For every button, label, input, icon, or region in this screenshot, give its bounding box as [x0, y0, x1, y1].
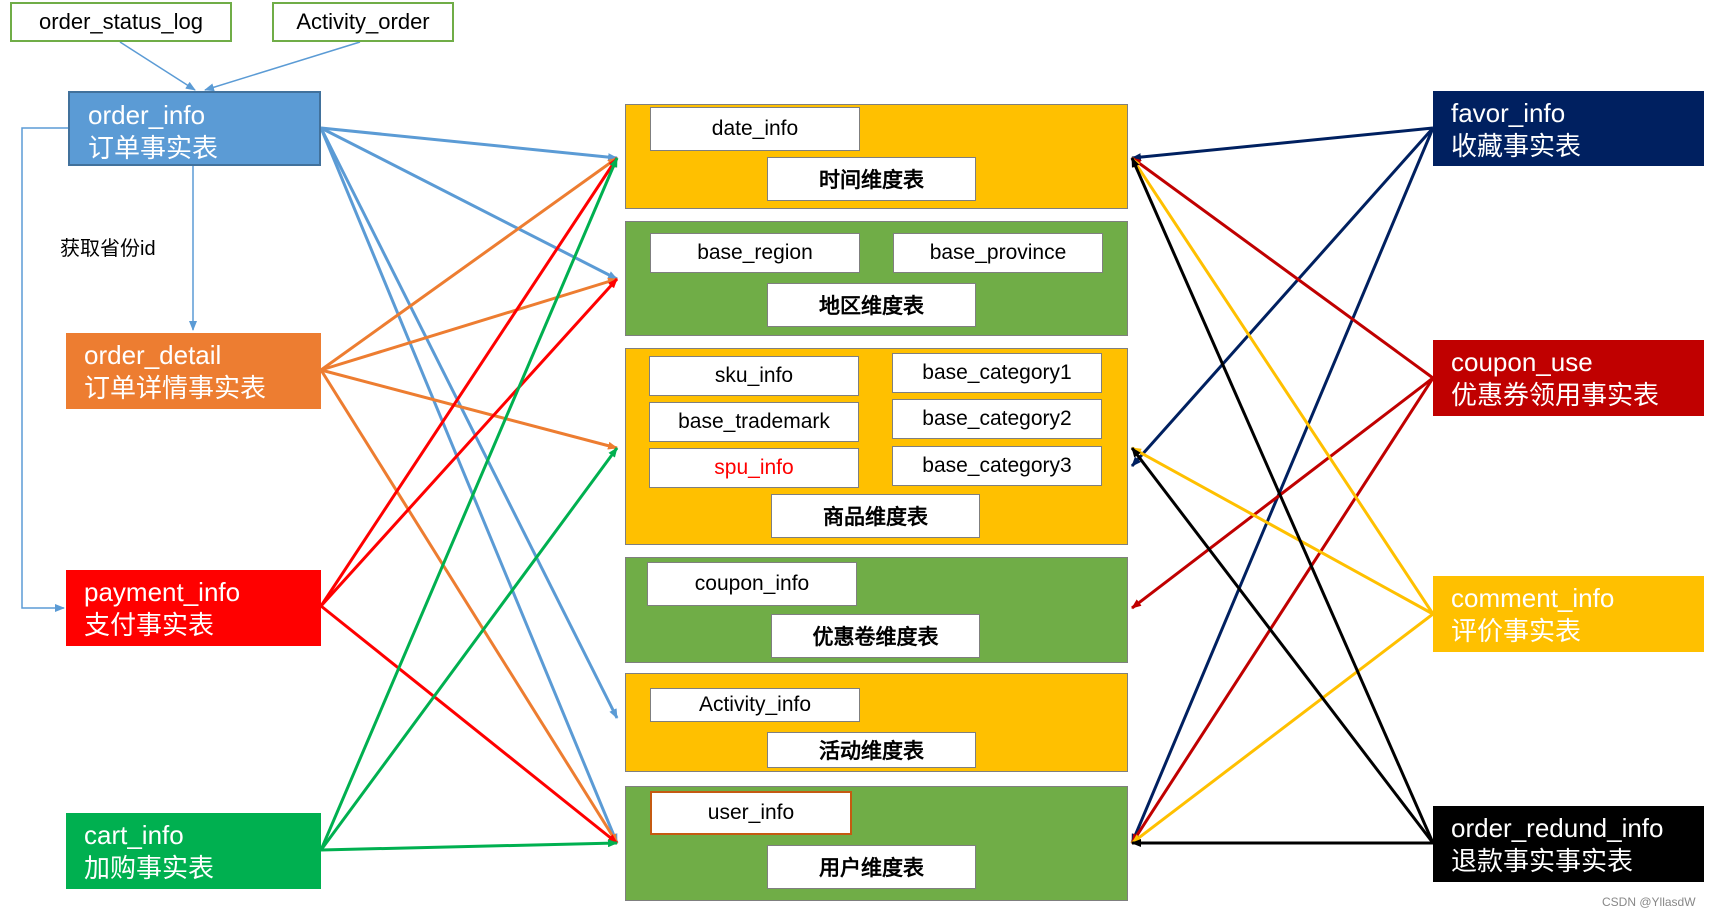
annotation-get-province-id: 获取省份id	[60, 238, 156, 260]
fact-payment-info: payment_info 支付事实表	[66, 570, 321, 646]
dim-product: sku_info base_category1 base_trademark b…	[625, 348, 1128, 545]
table-base-province: base_province	[893, 233, 1103, 273]
edge-payment-info-user	[320, 604, 618, 845]
source-order-status-log-label: order_status_log	[39, 9, 203, 34]
edge-order-detail-user	[319, 369, 619, 844]
table-base-trademark: base_trademark	[649, 402, 859, 442]
table-sku-info: sku_info	[649, 356, 859, 396]
dim-time: date_info 时间维度表	[625, 104, 1128, 209]
edge-payment-info-region	[319, 277, 619, 608]
edge-order-info-activity	[319, 127, 619, 719]
fact-order-refund-info-name: order_redund_info	[1451, 813, 1664, 843]
table-base-region: base_region	[650, 233, 860, 273]
edge-order-detail-product	[320, 368, 618, 450]
dim-user-title: 用户维度表	[767, 845, 976, 889]
dim-region-title: 地区维度表	[767, 283, 976, 327]
edge-coupon-use-coupon	[1131, 376, 1434, 610]
edge-cart-info-time	[319, 157, 619, 851]
fact-coupon-use-name: coupon_use	[1451, 347, 1593, 377]
fact-comment-info-name: comment_info	[1451, 583, 1615, 613]
fact-favor-info: favor_info 收藏事实表	[1433, 91, 1704, 166]
dim-activity: Activity_info 活动维度表	[625, 673, 1128, 772]
table-base-category1: base_category1	[892, 353, 1102, 393]
fact-coupon-use-cn: 优惠券领用事实表	[1451, 380, 1660, 410]
dim-coupon-title: 优惠卷维度表	[771, 614, 980, 658]
edge-order-detail-time	[320, 156, 618, 372]
fact-coupon-use: coupon_use 优惠券领用事实表	[1433, 340, 1704, 416]
fact-order-info-name: order_info	[88, 100, 206, 130]
edge-favor-info-user	[1130, 127, 1435, 844]
edge-activity-order-to-order-info	[204, 41, 361, 92]
edge-order-info-to-payment-info	[21, 127, 68, 612]
table-base-category3: base_category3	[892, 446, 1102, 486]
edge-order-info-region	[320, 126, 618, 281]
edge-payment-info-time	[319, 157, 619, 607]
source-order-status-log: order_status_log	[10, 2, 232, 42]
edge-order-detail-region	[320, 277, 618, 372]
dim-product-title: 商品维度表	[771, 494, 980, 538]
fact-order-refund-info-cn: 退款事实事实表	[1451, 846, 1634, 876]
fact-cart-info-cn: 加购事实表	[84, 853, 215, 883]
fact-payment-info-cn: 支付事实表	[84, 610, 215, 640]
edge-order-status-log-to-order-info	[119, 41, 196, 91]
edge-coupon-use-time	[1131, 156, 1434, 380]
table-coupon-info: coupon_info	[647, 562, 857, 606]
table-spu-info: spu_info	[649, 448, 859, 488]
source-activity-order: Activity_order	[272, 2, 454, 42]
fact-favor-info-cn: 收藏事实表	[1451, 131, 1582, 161]
dim-time-title: 时间维度表	[767, 157, 976, 201]
edge-comment-info-user	[1131, 612, 1434, 845]
fact-favor-info-name: favor_info	[1451, 98, 1566, 128]
fact-order-detail: order_detail 订单详情事实表	[66, 333, 321, 409]
watermark: CSDN @YllasdW	[1602, 895, 1696, 909]
table-activity-info: Activity_info	[650, 688, 860, 722]
fact-order-detail-cn: 订单详情事实表	[84, 373, 267, 403]
table-date-info: date_info	[650, 107, 860, 151]
dim-coupon: coupon_info 优惠卷维度表	[625, 557, 1128, 663]
edge-cart-info-user	[320, 839, 618, 852]
fact-order-info: order_info 订单事实表	[68, 91, 321, 166]
edge-favor-info-time	[1131, 126, 1434, 162]
fact-comment-info-cn: 评价事实表	[1451, 616, 1582, 646]
edge-order-refund-product	[1130, 447, 1435, 844]
table-user-info: user_info	[650, 791, 852, 835]
dim-activity-title: 活动维度表	[767, 732, 976, 768]
source-activity-order-label: Activity_order	[296, 9, 430, 34]
fact-comment-info: comment_info 评价事实表	[1433, 576, 1704, 652]
edge-favor-info-product	[1130, 127, 1435, 467]
edge-comment-info-time	[1130, 157, 1435, 615]
edge-comment-info-product	[1131, 446, 1434, 616]
fact-payment-info-name: payment_info	[84, 577, 241, 607]
edge-cart-info-product	[319, 447, 619, 851]
edge-order-info-user	[319, 127, 619, 844]
edge-coupon-use-user	[1130, 377, 1435, 844]
dim-region: base_region base_province 地区维度表	[625, 221, 1128, 336]
dim-user: user_info 用户维度表	[625, 786, 1128, 901]
edge-order-refund-time	[1130, 157, 1435, 844]
fact-cart-info: cart_info 加购事实表	[66, 813, 321, 889]
fact-order-refund-info: order_redund_info 退款事实事实表	[1433, 806, 1704, 882]
fact-order-detail-name: order_detail	[84, 340, 222, 370]
edge-order-info-time	[320, 126, 618, 162]
table-base-category2: base_category2	[892, 399, 1102, 439]
fact-cart-info-name: cart_info	[84, 820, 184, 850]
fact-order-info-cn: 订单事实表	[88, 133, 219, 163]
